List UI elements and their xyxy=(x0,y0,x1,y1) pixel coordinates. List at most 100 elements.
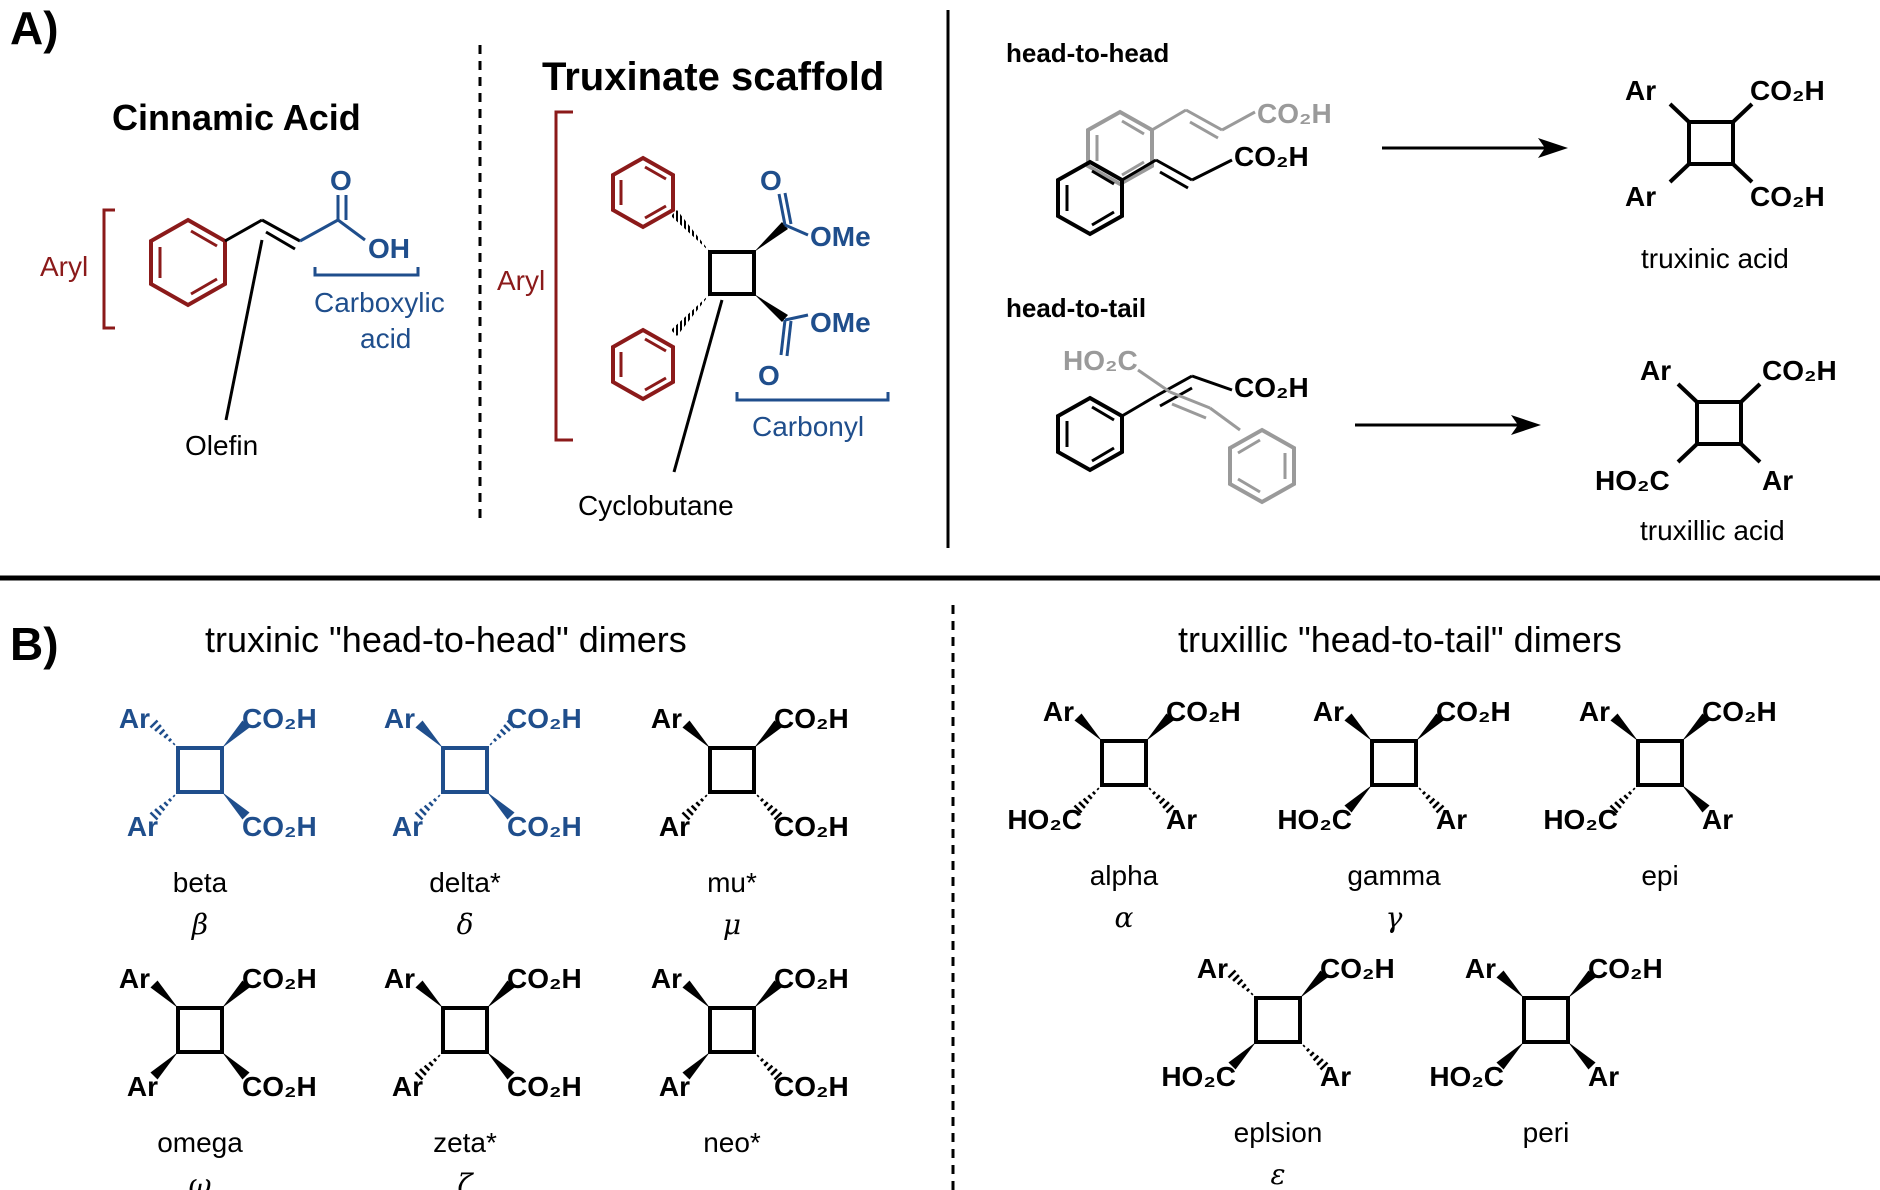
truxillic-bond xyxy=(1232,974,1240,982)
truxinic-dimer-ring-0 xyxy=(176,746,224,794)
cinnamic-oh: OH xyxy=(368,233,410,264)
truxillic-bond xyxy=(1609,804,1619,814)
truxinic-bond xyxy=(158,728,166,736)
truxinic-dimer-name: delta* xyxy=(429,867,501,898)
truxinate-ome-top: OMe xyxy=(810,221,871,252)
htt-product-co2h-top: CO₂H xyxy=(1762,355,1837,386)
truxillic-bond xyxy=(1319,1061,1329,1071)
truxinic-bond xyxy=(756,794,760,798)
truxinic-bond xyxy=(415,980,443,1008)
truxillic-bond xyxy=(1614,801,1622,809)
truxillic-dimer-name: alpha xyxy=(1090,860,1159,891)
truxillic-dimer-ring-2 xyxy=(1636,739,1684,787)
truxinate-phenyl-bottom xyxy=(611,327,675,402)
truxillic-bond xyxy=(1227,969,1237,979)
truxillic-group-label: HO₂C xyxy=(1277,804,1352,835)
cinnamic-aryl-label: Aryl xyxy=(40,251,88,282)
truxinic-bond xyxy=(766,804,774,812)
truxinic-bond xyxy=(506,719,516,729)
truxinate-o-bottom: O xyxy=(758,360,780,391)
truxinic-bond xyxy=(415,720,443,748)
truxinic-bond xyxy=(414,1071,424,1081)
truxinic-bond xyxy=(437,1054,441,1058)
truxillic-bond xyxy=(1627,790,1633,796)
truxillic-bond xyxy=(1096,787,1100,791)
truxillic-bond xyxy=(1344,713,1372,741)
truxinic-bond xyxy=(496,733,502,739)
truxinic-bond xyxy=(682,720,710,748)
truxinic-bond xyxy=(773,811,783,821)
truxinic-bond xyxy=(695,801,701,807)
truxinic-bond xyxy=(150,1052,178,1080)
truxillic-dimer-name: peri xyxy=(1523,1117,1570,1148)
truxinic-bond xyxy=(763,1061,769,1067)
truxinate-scaffold-structure: Truxinate scaffold Aryl O OMe OMe O xyxy=(497,55,890,521)
truxinic-dimer-ring-2 xyxy=(708,746,756,794)
truxinate-phenyl-top xyxy=(611,155,675,230)
truxinic-dimer-name: neo* xyxy=(703,1127,761,1158)
truxinate-carbonyl-label: Carbonyl xyxy=(752,411,864,442)
truxillic-bond xyxy=(1496,970,1524,998)
truxillic-bond xyxy=(1421,790,1427,796)
truxinate-title: Truxinate scaffold xyxy=(542,55,884,99)
truxinic-group-label: CO₂H xyxy=(507,811,582,842)
panel-a-label: A) xyxy=(10,2,59,54)
truxinic-bond xyxy=(432,797,438,803)
hth-product-name: truxinic acid xyxy=(1641,243,1789,274)
truxinic-bond xyxy=(158,804,166,812)
truxinic-bond xyxy=(437,794,441,798)
truxillic-group-label: Ar xyxy=(1436,804,1467,835)
truxinic-bond xyxy=(682,1052,710,1080)
truxillic-bond xyxy=(1425,794,1431,800)
htt-product-name: truxillic acid xyxy=(1640,515,1785,546)
truxinic-group-label: Ar xyxy=(659,1071,690,1102)
truxillic-bond xyxy=(1165,804,1175,814)
truxillic-dimer-name: epi xyxy=(1641,860,1678,891)
truxillic-bond xyxy=(1432,801,1440,809)
truxillic-dimer-ring-4 xyxy=(1522,996,1570,1044)
truxinic-bond xyxy=(704,794,708,798)
truxinate-o-top: O xyxy=(760,165,782,196)
cinnamic-aryl-bracket xyxy=(102,208,115,330)
truxinic-group-label: CO₂H xyxy=(242,1071,317,1102)
truxillic-dimer-ring-1 xyxy=(1370,739,1418,787)
truxillic-bond xyxy=(1151,790,1157,796)
truxillic-bond xyxy=(1316,1058,1324,1066)
truxinic-bond xyxy=(163,733,169,739)
truxillic-bond xyxy=(1082,797,1090,805)
truxinic-bond xyxy=(763,801,769,807)
truxinic-bond xyxy=(754,720,782,748)
truxillic-bond xyxy=(1158,797,1166,805)
truxinic-bond xyxy=(487,980,515,1008)
htt-black-co2h: CO₂H xyxy=(1234,372,1309,403)
truxillic-bond xyxy=(1416,713,1444,741)
cinnamic-title: Cinnamic Acid xyxy=(112,97,361,138)
truxillic-bond xyxy=(1568,1042,1596,1070)
truxillic-dimer-ring-0 xyxy=(1100,739,1148,787)
truxinic-dimer-ring-3 xyxy=(176,1006,224,1054)
truxillic-bond xyxy=(1618,797,1626,805)
truxillic-group-label: CO₂H xyxy=(1702,696,1777,727)
truxillic-group-label: Ar xyxy=(1579,696,1610,727)
truxinic-bond xyxy=(499,728,507,736)
truxinic-bond xyxy=(163,801,169,807)
truxinic-bond xyxy=(699,797,705,803)
truxillic-dimer-symbol: α xyxy=(1115,901,1134,934)
truxillic-bond xyxy=(1146,713,1174,741)
truxillic-bond xyxy=(1496,1042,1524,1070)
truxinic-bond xyxy=(222,1052,250,1080)
truxinic-bond xyxy=(167,797,173,803)
cinnamic-carbonyl-o: O xyxy=(330,165,352,196)
truxinic-bond xyxy=(428,1061,434,1067)
truxinic-group-label: CO₂H xyxy=(774,811,849,842)
truxinic-dimer-name: zeta* xyxy=(433,1127,497,1158)
truxillic-bond xyxy=(1312,1054,1320,1062)
truxillic-bond xyxy=(1632,787,1636,791)
truxinic-group-label: CO₂H xyxy=(242,703,317,734)
truxillic-bond xyxy=(1344,785,1372,813)
truxinic-group-label: Ar xyxy=(384,963,415,994)
truxinic-bond xyxy=(756,1054,760,1058)
truxinic-bond xyxy=(172,742,176,746)
truxinic-bond xyxy=(423,804,431,812)
truxinic-group-label: Ar xyxy=(651,703,682,734)
